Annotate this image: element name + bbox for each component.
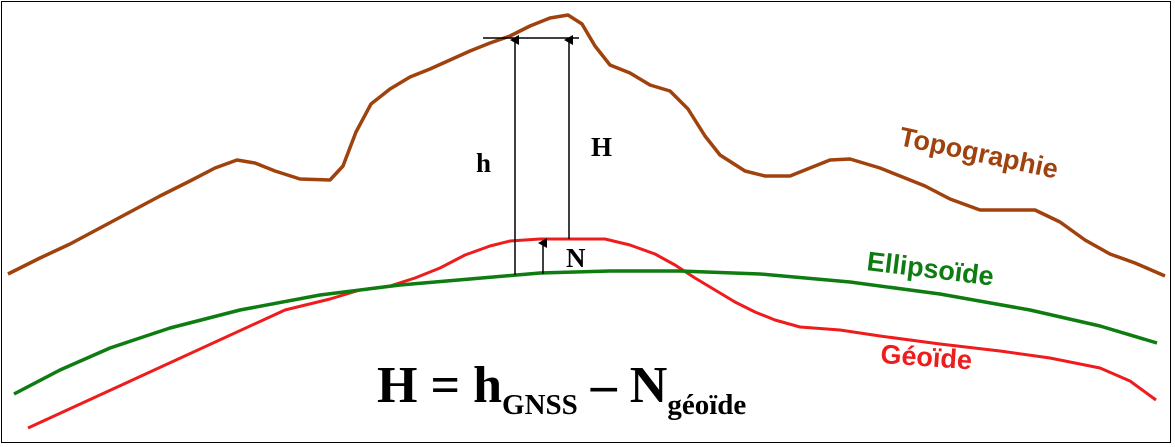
H-label: H [591, 132, 612, 162]
ellipsoide-label: Ellipsoïde [865, 246, 995, 291]
N-label: N [566, 243, 586, 273]
formula-H: H [377, 357, 418, 414]
formula-equals: = [417, 357, 474, 414]
topographie-curve [7, 13, 1166, 278]
height-formula: H = hGNSS – Ngéoïde [377, 357, 746, 420]
formula-minus: – [577, 357, 630, 414]
formula-h: h [473, 357, 503, 414]
formula-N: N [629, 357, 668, 414]
topographie-label: Topographie [897, 122, 1061, 185]
formula-h-subscript: GNSS [502, 389, 578, 421]
formula-N-subscript: géoïde [667, 389, 747, 421]
geoide-label: Géoïde [880, 339, 973, 375]
geoide-curve [27, 237, 1157, 430]
h-label: h [476, 148, 491, 178]
ellipsoide-curve [13, 269, 1158, 396]
